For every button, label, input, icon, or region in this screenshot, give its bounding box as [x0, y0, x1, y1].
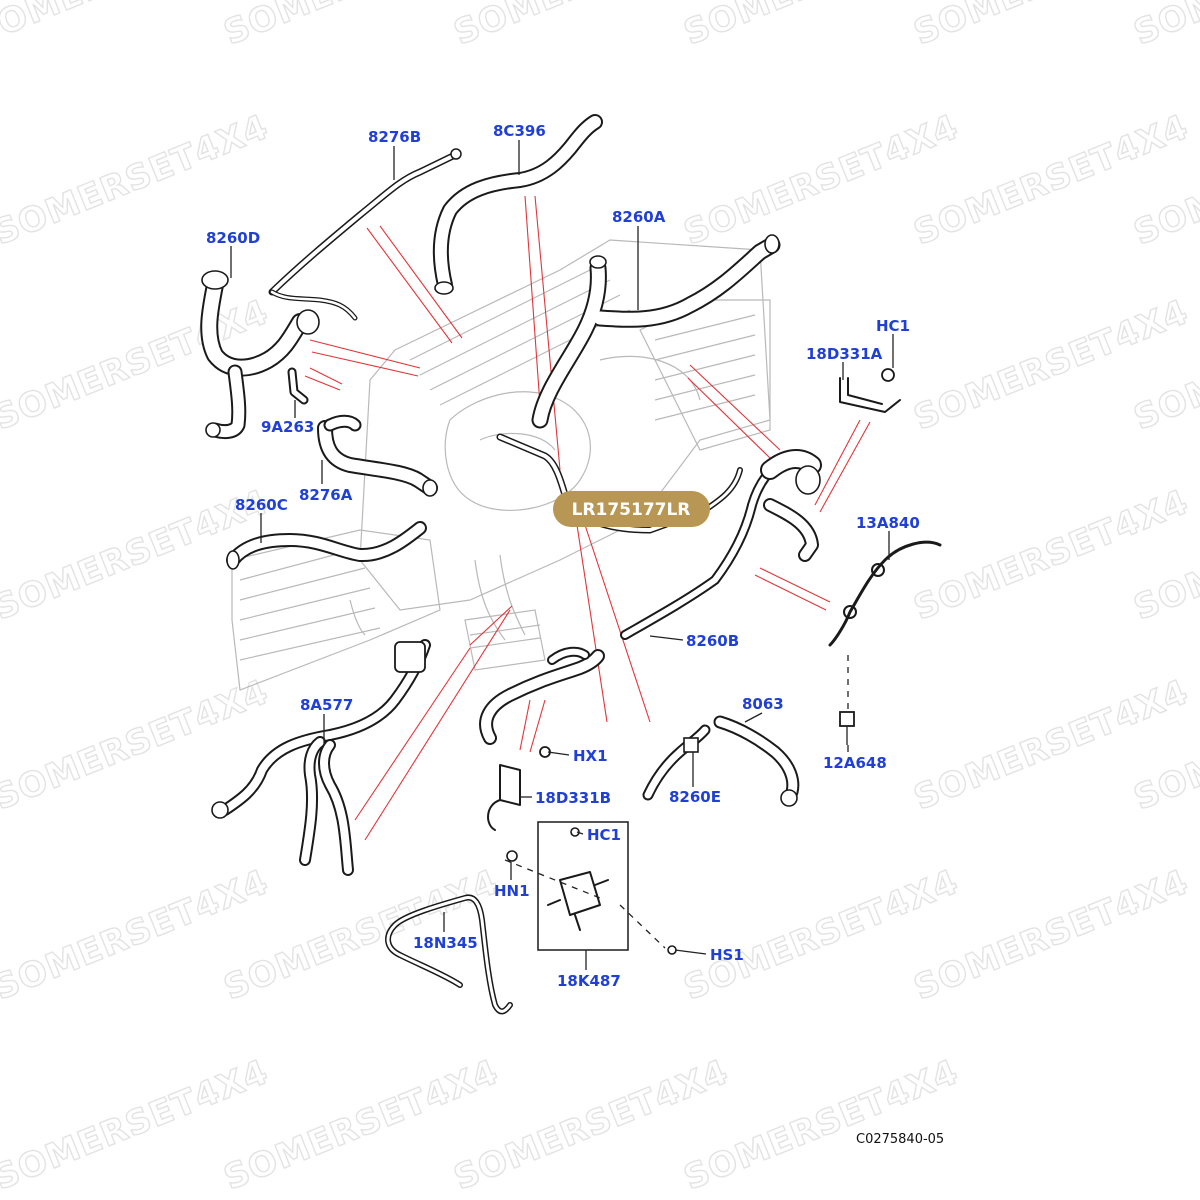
label-HC1-bottom: HC1 — [587, 826, 621, 844]
label-8260A: 8260A — [612, 208, 666, 226]
part-labels: 8276B 8C396 8260A 8260D HC1 18D331A 9A26… — [206, 122, 920, 990]
diagram-reference: C0275840-05 — [856, 1132, 944, 1147]
label-8276B: 8276B — [368, 128, 421, 146]
hose-lower-center — [479, 646, 605, 745]
label-8063: 8063 — [742, 695, 784, 713]
label-8276A: 8276A — [299, 486, 353, 504]
hose-8260D — [200, 270, 320, 440]
label-HN1: HN1 — [494, 882, 530, 900]
label-18N345: 18N345 — [413, 934, 478, 952]
hose-8260A — [531, 234, 781, 429]
bracket-18D331A — [839, 368, 901, 413]
label-8260D: 8260D — [206, 229, 260, 247]
label-HS1: HS1 — [710, 946, 744, 964]
callout-lines-red — [304, 195, 871, 841]
watermark: SOMERSET4X4 — [1128, 0, 1200, 53]
watermark: SOMERSET4X4 — [0, 672, 274, 819]
part-9A263-fitting — [287, 367, 309, 405]
hose-8260B — [620, 449, 822, 640]
label-8A577: 8A577 — [300, 696, 353, 714]
hose-8276B — [268, 148, 462, 321]
label-18D331B: 18D331B — [535, 789, 611, 807]
hose-8276A — [317, 414, 438, 497]
watermark: SOMERSET4X4 — [0, 0, 254, 53]
part-12A648-sensor — [839, 711, 855, 745]
label-8260E: 8260E — [669, 788, 721, 806]
valve-18K487 — [504, 821, 677, 955]
hose-8A577 — [211, 639, 431, 876]
highlight-badge-bg — [553, 491, 710, 527]
hose-8260E — [642, 724, 711, 801]
label-8260B: 8260B — [686, 632, 739, 650]
hose-8063 — [713, 715, 800, 807]
part-13A840-harness — [828, 540, 942, 710]
label-12A648: 12A648 — [823, 754, 887, 772]
label-18D331A: 18D331A — [806, 345, 883, 363]
hose-8C396 — [432, 114, 603, 295]
bracket-18D331B — [487, 746, 551, 831]
highlight-badge-label: LR175177LR — [572, 500, 691, 520]
highlight-badge[interactable]: LR175177LR — [553, 491, 710, 527]
label-HX1: HX1 — [573, 747, 608, 765]
label-18K487: 18K487 — [557, 972, 621, 990]
leader-lines — [230, 140, 894, 970]
label-8260C: 8260C — [235, 496, 288, 514]
pipe-18N345 — [385, 894, 513, 1015]
label-13A840: 13A840 — [856, 514, 920, 532]
label-HC1-top: HC1 — [876, 317, 910, 335]
hose-8260C — [226, 521, 427, 570]
label-8C396: 8C396 — [493, 122, 546, 140]
label-9A263: 9A263 — [261, 418, 314, 436]
